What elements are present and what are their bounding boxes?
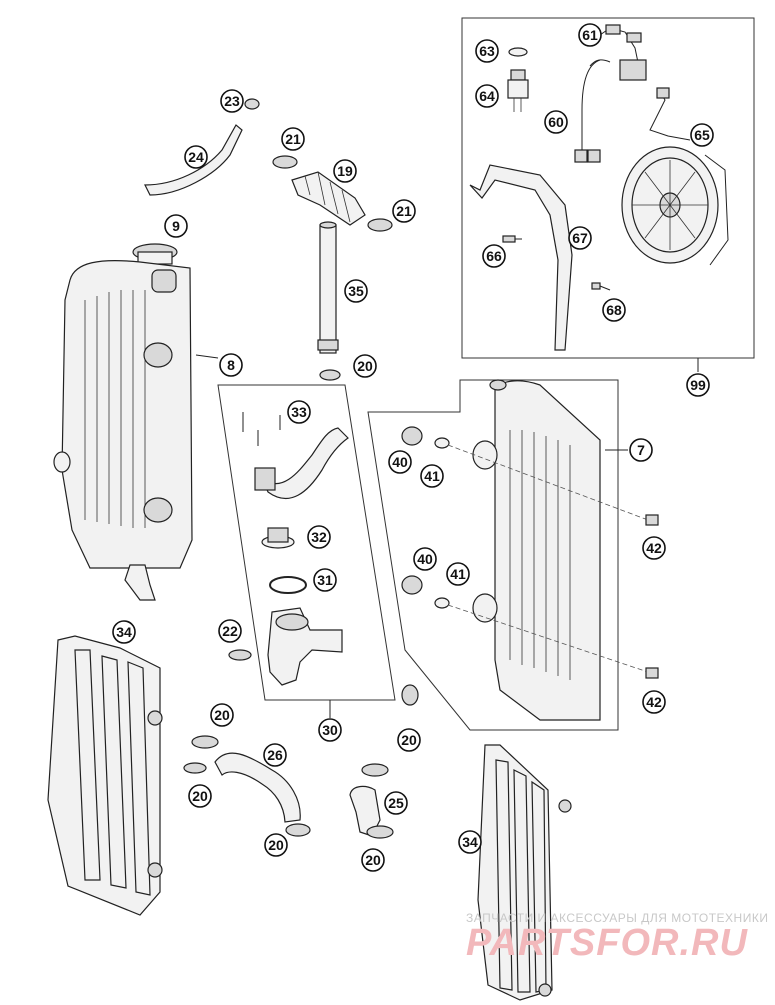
svg-text:20: 20	[357, 358, 373, 374]
callout-33: 33	[287, 400, 311, 424]
svg-text:67: 67	[572, 230, 588, 246]
callout-20: 20	[353, 354, 377, 378]
callout-60: 60	[544, 110, 568, 134]
callout-40: 40	[413, 547, 437, 571]
svg-text:31: 31	[317, 572, 333, 588]
hose-26-assembly	[183, 649, 311, 837]
callout-34: 34	[458, 830, 482, 854]
callout-22: 22	[218, 619, 242, 643]
watermark: ЗАПЧАСТИ И АКСЕССУАРЫ ДЛЯ МОТОТЕХНИКИ PA…	[466, 911, 768, 964]
svg-text:21: 21	[285, 131, 301, 147]
callout-40: 40	[388, 450, 412, 474]
svg-text:20: 20	[401, 732, 417, 748]
svg-text:42: 42	[646, 694, 662, 710]
svg-text:60: 60	[548, 114, 564, 130]
svg-text:41: 41	[424, 468, 440, 484]
pipe-assembly	[272, 155, 393, 381]
svg-text:64: 64	[479, 88, 495, 104]
svg-text:20: 20	[365, 852, 381, 868]
thermostat-group	[217, 384, 396, 718]
callout-41: 41	[446, 562, 470, 586]
callout-66: 66	[482, 244, 506, 268]
svg-text:34: 34	[116, 624, 132, 640]
svg-text:63: 63	[479, 43, 495, 59]
svg-text:23: 23	[224, 93, 240, 109]
svg-text:30: 30	[322, 722, 338, 738]
callout-65: 65	[690, 123, 714, 147]
callout-61: 61	[578, 23, 602, 47]
callout-24: 24	[184, 145, 208, 169]
svg-text:99: 99	[690, 377, 706, 393]
svg-text:19: 19	[337, 163, 353, 179]
callout-67: 67	[568, 226, 592, 250]
hose-25-assembly	[349, 684, 419, 839]
left-radiator	[53, 243, 219, 601]
small-hose-assembly	[144, 98, 260, 196]
svg-text:8: 8	[227, 357, 235, 373]
callout-20: 20	[397, 728, 421, 752]
svg-text:40: 40	[417, 551, 433, 567]
callout-68: 68	[602, 298, 626, 322]
callout-99: 99	[686, 373, 710, 397]
callout-30: 30	[318, 718, 342, 742]
svg-text:20: 20	[214, 707, 230, 723]
callout-23: 23	[220, 89, 244, 113]
svg-text:26: 26	[267, 747, 283, 763]
callout-41: 41	[420, 464, 444, 488]
callout-19: 19	[333, 159, 357, 183]
svg-text:68: 68	[606, 302, 622, 318]
svg-text:32: 32	[311, 529, 327, 545]
svg-text:7: 7	[637, 442, 645, 458]
svg-text:40: 40	[392, 454, 408, 470]
left-shroud	[47, 635, 163, 916]
svg-text:20: 20	[192, 788, 208, 804]
callout-7: 7	[629, 438, 653, 462]
callout-31: 31	[313, 568, 337, 592]
callout-20: 20	[264, 833, 288, 857]
callout-64: 64	[475, 84, 499, 108]
callout-25: 25	[384, 791, 408, 815]
callout-21: 21	[281, 127, 305, 151]
callout-34: 34	[112, 620, 136, 644]
svg-text:65: 65	[694, 127, 710, 143]
fan-kit-group	[461, 17, 755, 372]
callout-42: 42	[642, 536, 666, 560]
svg-text:61: 61	[582, 27, 598, 43]
svg-text:34: 34	[462, 834, 478, 850]
callout-20: 20	[361, 848, 385, 872]
svg-text:9: 9	[172, 218, 180, 234]
callout-42: 42	[642, 690, 666, 714]
svg-text:42: 42	[646, 540, 662, 556]
right-radiator	[367, 379, 659, 731]
svg-text:21: 21	[396, 203, 412, 219]
callout-20: 20	[210, 703, 234, 727]
right-shroud	[477, 744, 572, 1001]
svg-text:24: 24	[188, 149, 204, 165]
callout-8: 8	[219, 353, 243, 377]
callout-63: 63	[475, 39, 499, 63]
callout-32: 32	[307, 525, 331, 549]
svg-text:22: 22	[222, 623, 238, 639]
svg-text:66: 66	[486, 248, 502, 264]
watermark-brand: PARTSFOR.RU	[466, 922, 748, 964]
svg-text:25: 25	[388, 795, 404, 811]
svg-text:33: 33	[291, 404, 307, 420]
svg-text:41: 41	[450, 566, 466, 582]
callout-26: 26	[263, 743, 287, 767]
callout-21: 21	[392, 199, 416, 223]
callout-35: 35	[344, 279, 368, 303]
svg-text:20: 20	[268, 837, 284, 853]
watermark-tagline: ЗАПЧАСТИ И АКСЕССУАРЫ ДЛЯ МОТОТЕХНИКИ	[466, 911, 768, 925]
svg-text:35: 35	[348, 283, 364, 299]
callout-20: 20	[188, 784, 212, 808]
callout-9: 9	[164, 214, 188, 238]
